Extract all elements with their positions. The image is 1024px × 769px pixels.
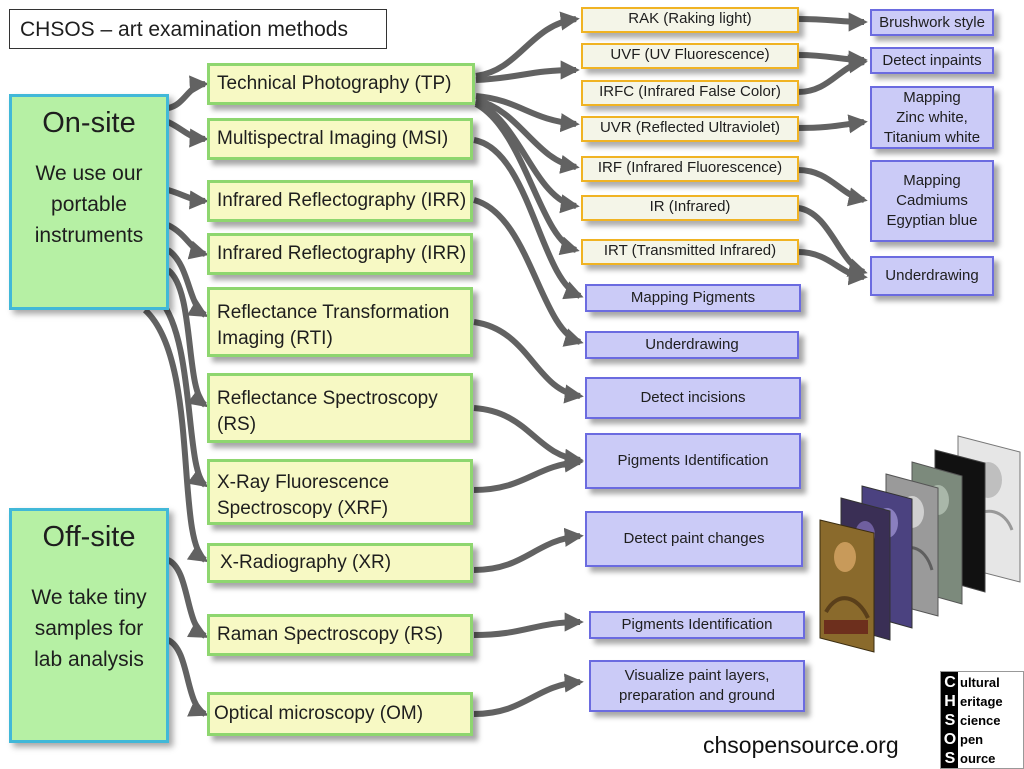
- logo-word: eritage: [960, 694, 1003, 709]
- method-infrared-reflectography-2: Infrared Reflectography (IRR): [207, 233, 473, 275]
- off-site-heading: Off-site: [42, 521, 136, 553]
- logo-letter: H: [944, 693, 956, 710]
- on-site-line: portable: [51, 193, 127, 216]
- method-rti-line: Reflectance Transformation: [217, 302, 450, 323]
- result-detect-incisions: Detect incisions: [585, 377, 801, 419]
- result-underdrawing: Underdrawing: [585, 331, 799, 359]
- result-visualize-paint-layers: Visualize paint layers, preparation and …: [589, 660, 805, 712]
- result-line: Cadmiums: [896, 192, 968, 209]
- result-line: Mapping: [903, 88, 961, 106]
- on-site-box: On-site We use our portable instruments: [9, 94, 169, 310]
- off-site-line: We take tiny: [31, 586, 147, 609]
- result-line: Visualize paint layers,: [624, 667, 770, 684]
- logo-letter: S: [944, 712, 956, 729]
- method-rti-line: Imaging (RTI): [217, 328, 333, 349]
- result-underdrawing-tp: Underdrawing: [870, 256, 994, 296]
- on-site-heading: On-site: [42, 107, 136, 139]
- logo-letter: C: [944, 674, 956, 691]
- technique-infrared: IR (Infrared): [581, 195, 799, 221]
- result-line: preparation and ground: [619, 687, 775, 704]
- on-site-line: instruments: [34, 224, 144, 247]
- method-xrf-line: Spectroscopy (XRF): [217, 498, 389, 519]
- logo-word: pen: [960, 732, 984, 747]
- technique-reflected-ultraviolet: UVR (Reflected Ultraviolet): [581, 116, 799, 142]
- chsos-logo-bar: [941, 672, 958, 768]
- method-optical-microscopy: Optical microscopy (OM): [207, 692, 473, 736]
- off-site-description: We take tiny samples for lab analysis: [12, 582, 166, 675]
- image-layer-visible: [819, 519, 875, 653]
- chsos-logo: C H S O S ultural eritage cience pen our…: [940, 671, 1024, 769]
- result-brushwork-style: Brushwork style: [870, 9, 994, 36]
- technique-infrared-false-color: IRFC (Infrared False Color): [581, 80, 799, 106]
- on-site-line: We use our: [35, 162, 143, 185]
- technique-raking-light: RAK (Raking light): [581, 7, 799, 33]
- method-multispectral-imaging: Multispectral Imaging (MSI): [207, 118, 473, 160]
- method-technical-photography: Technical Photography (TP): [207, 63, 475, 105]
- page-title: CHSOS – art examination methods: [9, 9, 387, 49]
- result-detect-paint-changes: Detect paint changes: [585, 511, 803, 567]
- technique-transmitted-infrared: IRT (Transmitted Infrared): [581, 239, 799, 265]
- result-mapping-pigments: Mapping Pigments: [585, 284, 801, 312]
- result-line: Zinc white,: [896, 108, 968, 126]
- result-detect-inpaints: Detect inpaints: [870, 47, 994, 74]
- method-x-radiography: X-Radiography (XR): [207, 543, 473, 583]
- logo-word: ource: [960, 751, 996, 766]
- result-pigments-identification-2: Pigments Identification: [589, 611, 805, 639]
- result-line: Titanium white: [883, 128, 981, 146]
- method-infrared-reflectography: Infrared Reflectography (IRR): [207, 180, 473, 222]
- logo-word: cience: [960, 713, 1001, 728]
- result-mapping-cadmiums: Mapping Cadmiums Egyptian blue: [870, 160, 994, 242]
- method-xrf: X-Ray Fluorescence Spectroscopy (XRF): [207, 459, 473, 525]
- method-xrf-line: X-Ray Fluorescence: [217, 472, 390, 493]
- on-site-description: We use our portable instruments: [12, 158, 166, 251]
- result-pigments-identification: Pigments Identification: [585, 433, 801, 489]
- off-site-box: Off-site We take tiny samples for lab an…: [9, 508, 169, 743]
- method-raman-spectroscopy: Raman Spectroscopy (RS): [207, 614, 473, 656]
- method-reflectance-spectroscopy: Reflectance Spectroscopy (RS): [207, 373, 473, 443]
- technique-uv-fluorescence: UVF (UV Fluorescence): [581, 43, 799, 69]
- result-mapping-zinc-titanium: Mapping Zinc white, Titanium white: [870, 86, 994, 149]
- logo-letter: O: [943, 731, 957, 748]
- technique-infrared-fluorescence: IRF (Infrared Fluorescence): [581, 156, 799, 182]
- method-rs-line: (RS): [217, 414, 257, 435]
- off-site-line: lab analysis: [34, 648, 144, 671]
- logo-letter: S: [944, 750, 956, 767]
- result-line: Mapping: [903, 172, 961, 189]
- method-rti: Reflectance Transformation Imaging (RTI): [207, 287, 473, 357]
- off-site-line: samples for: [34, 617, 144, 640]
- website-url: chsopensource.org: [703, 732, 899, 758]
- logo-word: ultural: [960, 675, 1000, 690]
- method-rs-line: Reflectance Spectroscopy: [217, 388, 438, 409]
- result-line: Egyptian blue: [886, 212, 978, 229]
